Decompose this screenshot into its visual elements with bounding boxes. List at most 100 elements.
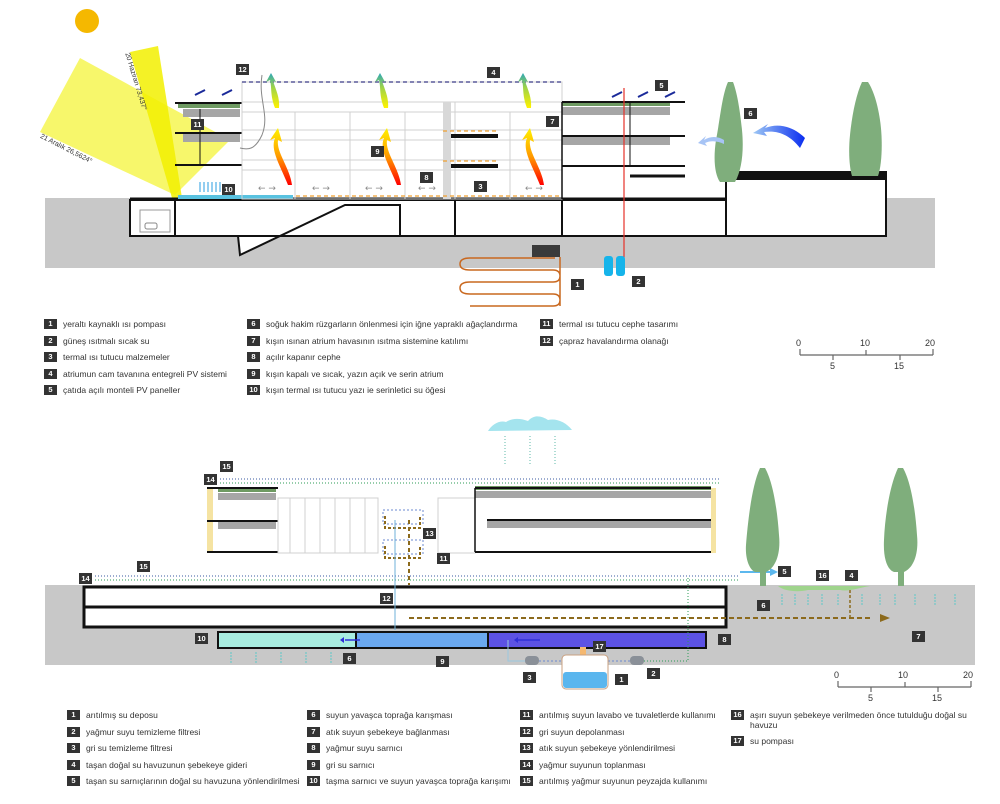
scale-label: 0 [834, 670, 840, 680]
vent-air-arrow [518, 73, 532, 108]
legend-text: yeraltı kaynaklı ısı pompası [63, 319, 166, 329]
wind-arrow-weak [698, 136, 724, 146]
tag-6: 6 [744, 108, 757, 119]
grey-water-cistern [355, 631, 489, 649]
warm-air-arrow [270, 128, 292, 185]
filter-3 [525, 656, 539, 665]
legend-number: 15 [520, 776, 533, 786]
legend-text: su pompası [750, 736, 794, 746]
tag-10: 10 [222, 184, 235, 195]
solar-water-tank [616, 256, 625, 276]
tag-15: 15 [137, 561, 150, 572]
tag-12: 12 [236, 64, 249, 75]
legend-text: açılır kapanır cephe [266, 352, 341, 362]
scale-bar-top [799, 349, 934, 360]
legend-number: 2 [44, 335, 57, 346]
wind-arrow [753, 124, 805, 148]
overflow-cistern [217, 631, 357, 649]
legend-number: 14 [520, 759, 533, 770]
tag-8: 8 [420, 172, 433, 183]
legend-number: 12 [520, 726, 533, 737]
legend-number: 7 [307, 726, 320, 737]
cloud-icon [488, 416, 572, 431]
legend-text: termal ısı tutucu cephe tasarımı [559, 319, 679, 329]
legend-number: 6 [307, 710, 320, 720]
water-legend-col3: 11 arıtılmış suyun lavabo ve tuvaletlerde… [520, 710, 716, 793]
tag-3: 3 [474, 181, 487, 192]
tree-icon [714, 82, 743, 182]
legend-text: kışın ısınan atrium havasının ısıtma sis… [266, 335, 469, 346]
legend-number: 3 [67, 743, 80, 753]
legend-text: taşan su sarnıçlarının doğal su havuzuna… [86, 776, 300, 786]
legend-text: atriumun cam tavanına entegreli PV siste… [63, 368, 227, 379]
sun-icon [75, 9, 99, 33]
tag-1: 1 [571, 279, 584, 290]
vent-air-arrow [375, 73, 389, 108]
legend-text: gri su temizleme filtresi [86, 743, 173, 753]
tag-7: 7 [546, 116, 559, 127]
svg-text:← →: ← → [525, 184, 543, 194]
legend-number: 9 [307, 759, 320, 770]
pump [580, 647, 586, 655]
tag-9: 9 [436, 656, 449, 667]
tag-16: 16 [816, 570, 829, 581]
legend-number: 17 [731, 736, 744, 746]
legend-number: 10 [307, 776, 320, 786]
tag-6: 6 [343, 653, 356, 664]
tag-4: 4 [845, 570, 858, 581]
legend-number: 11 [520, 710, 533, 720]
legend-text: arıtılmış su deposu [86, 710, 158, 720]
legend-item: 2 güneş ısıtmalı sıcak su [44, 335, 227, 353]
legend-number: 12 [540, 335, 553, 346]
legend-text: arıtılmış yağmur suyunun peyzajda kullan… [539, 776, 708, 786]
legend-text: kışın termal ısı tutucu yazı ie serinlet… [266, 385, 446, 395]
legend-text: güneş ısıtmalı sıcak su [63, 335, 150, 346]
tag-9: 9 [371, 146, 384, 157]
solar-water-tank [604, 256, 613, 276]
legend-text: arıtılmış suyun lavabo ve tuvaletlerde k… [539, 710, 716, 720]
legend-number: 5 [67, 776, 80, 786]
legend-text: atık suyun şebekeye bağlanması [326, 726, 450, 737]
scale-label: 10 [860, 338, 871, 348]
legend-text: termal ısı tutucu malzemeler [63, 352, 170, 362]
legend-item: 7 atık suyun şebekeye bağlanması [307, 726, 511, 744]
legend-text: çapraz havalandırma olanağı [559, 335, 669, 346]
tag-5: 5 [655, 80, 668, 91]
tag-17: 17 [593, 641, 606, 652]
tag-2: 2 [647, 668, 660, 679]
tag-2: 2 [632, 276, 645, 287]
svg-text:← →: ← → [365, 184, 383, 194]
legend-number: 7 [247, 335, 260, 346]
right-wing [561, 91, 685, 199]
legend-item: 12 çapraz havalandırma olanağı [540, 335, 678, 353]
warm-air-arrow [522, 128, 544, 185]
legend-number: 8 [307, 743, 320, 753]
tag-14: 14 [204, 474, 217, 485]
legend-text: aşırı suyun şebekeye verilmeden önce tut… [750, 710, 967, 730]
svg-text:← →: ← → [258, 184, 276, 194]
legend-number: 6 [247, 319, 260, 329]
tag-11: 11 [191, 119, 204, 130]
tag-5: 5 [778, 566, 791, 577]
winter-sunlight-beam [40, 58, 230, 195]
scale-bar-bottom [837, 681, 972, 692]
legend-number: 5 [44, 385, 57, 395]
left-wing [175, 89, 242, 166]
legend-number: 8 [247, 352, 260, 362]
legend-text: kışın kapalı ve sıcak, yazın açık ve ser… [266, 368, 444, 379]
